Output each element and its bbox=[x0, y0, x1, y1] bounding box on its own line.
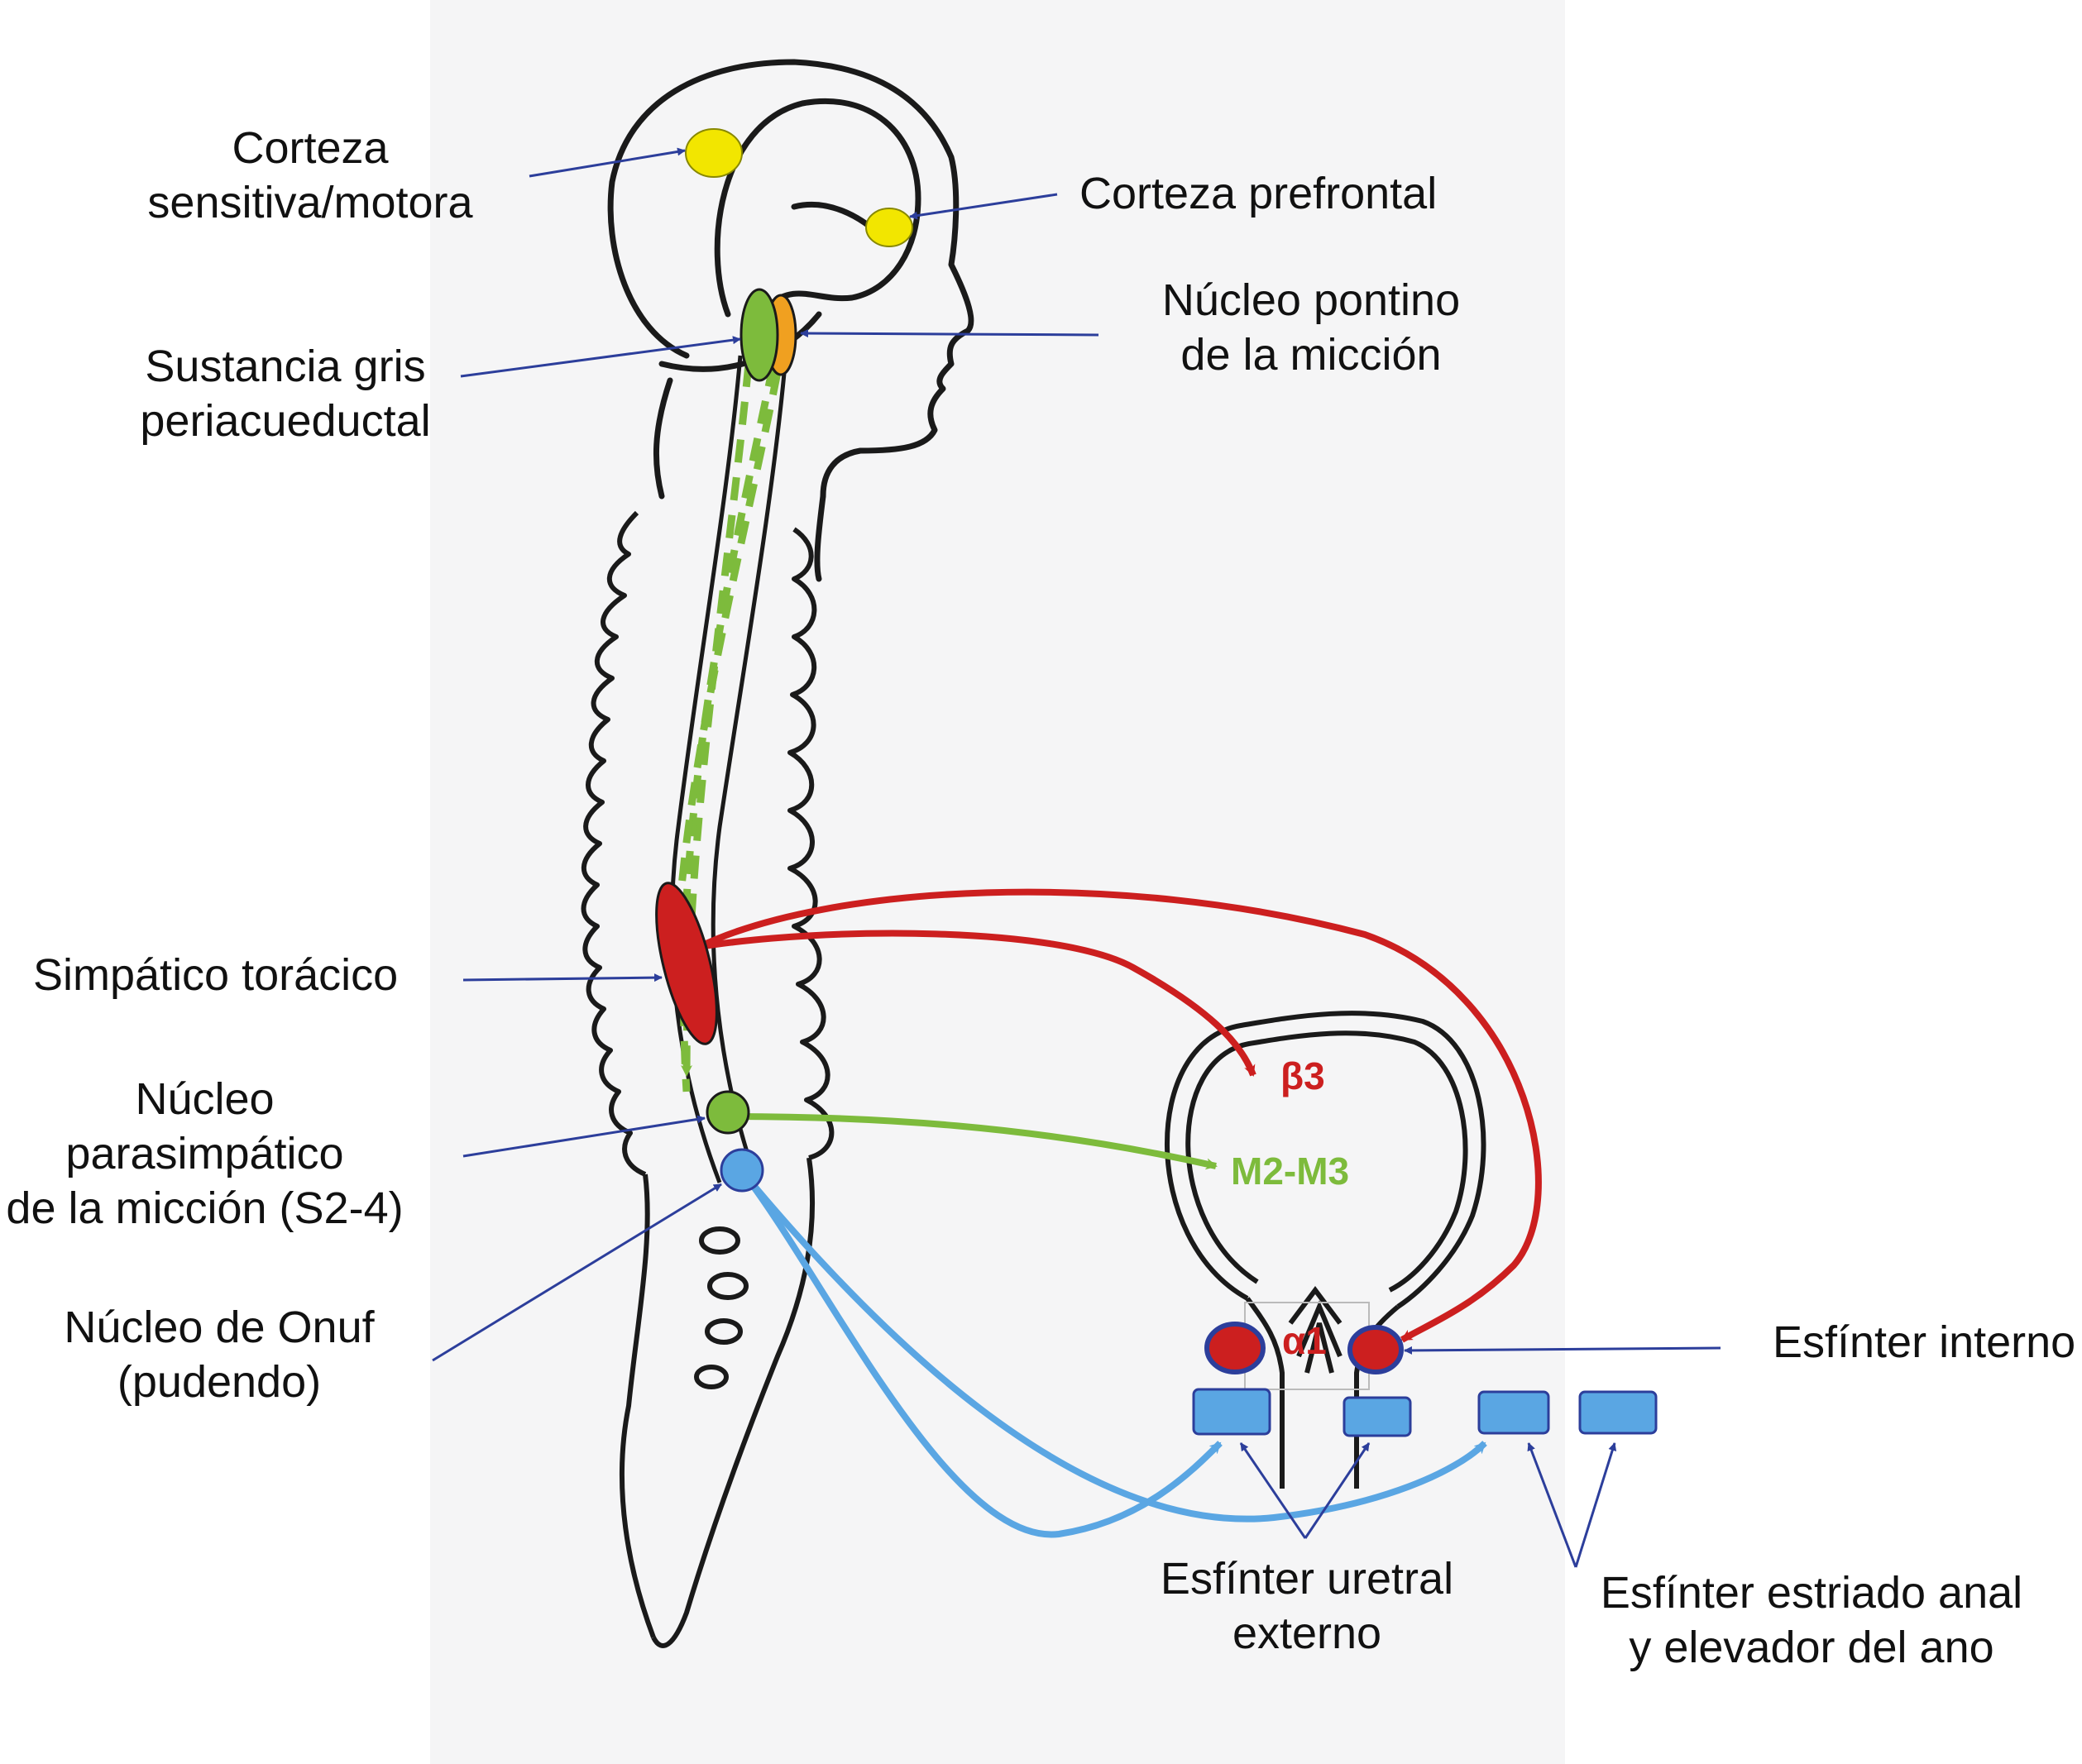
drawing-paper bbox=[430, 0, 1565, 1764]
receptor-beta3: β3 bbox=[1280, 1054, 1325, 1097]
receptor-m2m3: M2-M3 bbox=[1231, 1150, 1350, 1193]
label-corteza-prefrontal: Corteza prefrontal bbox=[1079, 169, 1438, 218]
label-nucleo-onuf: Núcleo de Onuf (pudendo) bbox=[37, 1300, 401, 1409]
pointer-lines bbox=[432, 147, 1721, 1568]
label-nucleo-pontino: Núcleo pontino de la micción bbox=[1129, 273, 1493, 382]
vertebral-column bbox=[581, 510, 835, 1648]
label-esfinter-anal-line1: Esfínter estriado anal bbox=[1600, 1568, 2023, 1618]
label-sustancia-gris: Sustancia gris periacueductal bbox=[112, 339, 459, 448]
pudendal-path-anal bbox=[741, 1172, 1487, 1523]
label-sustancia-gris-line2: periacueductal bbox=[140, 396, 431, 446]
label-sustancia-gris-line1: Sustancia gris bbox=[145, 342, 426, 391]
thoracic-sympathetic-marker bbox=[655, 882, 718, 1045]
label-nucleo-parasimpatico: Núcleo parasimpático de la micción (S2-4… bbox=[0, 1072, 409, 1236]
sympathetic-path-beta3 bbox=[698, 930, 1256, 1077]
label-esfinter-uretral: Esfínter uretral externo bbox=[1133, 1551, 1481, 1661]
label-esfinter-anal-line2: y elevador del ano bbox=[1629, 1623, 1994, 1672]
cortex-sensory-motor-marker bbox=[685, 128, 743, 178]
label-esfinter-interno: Esfínter interno bbox=[1773, 1317, 2076, 1367]
label-nucleo-parasimpatico-line2: parasimpático bbox=[65, 1129, 344, 1178]
label-nucleo-parasimpatico-line3: de la micción (S2-4) bbox=[6, 1183, 404, 1233]
periaqueductal-gray-marker bbox=[739, 288, 779, 382]
label-corteza-sensitiva-line1: Corteza bbox=[232, 123, 389, 173]
label-nucleo-onuf-line1: Núcleo de Onuf bbox=[64, 1303, 375, 1352]
internal-sphincter-right bbox=[1347, 1325, 1404, 1374]
anal-sphincter-left bbox=[1477, 1390, 1550, 1435]
external-urethral-sphincter-right bbox=[1343, 1396, 1412, 1437]
onuf-nucleus-marker bbox=[720, 1148, 764, 1193]
internal-sphincter-left bbox=[1204, 1322, 1266, 1374]
prefrontal-cortex-marker bbox=[865, 208, 913, 247]
anal-sphincter-right bbox=[1578, 1390, 1658, 1435]
label-nucleo-pontino-line1: Núcleo pontino bbox=[1161, 275, 1461, 325]
label-nucleo-pontino-line2: de la micción bbox=[1180, 330, 1442, 380]
pudendal-path-urethral bbox=[741, 1172, 1223, 1538]
label-corteza-sensitiva-line2: sensitiva/motora bbox=[147, 178, 473, 227]
label-simpatico-toracico: Simpático torácico bbox=[33, 950, 399, 1000]
label-esfinter-uretral-line1: Esfínter uretral bbox=[1160, 1554, 1454, 1604]
sympathetic-path-alpha1 bbox=[697, 888, 1542, 1343]
bladder bbox=[1165, 1011, 1486, 1489]
label-esfinter-anal: Esfínter estriado anal y elevador del an… bbox=[1576, 1566, 2047, 1675]
parasympathetic-nucleus-marker bbox=[706, 1090, 750, 1135]
label-nucleo-parasimpatico-line1: Núcleo bbox=[135, 1074, 275, 1124]
external-urethral-sphincter-left bbox=[1192, 1388, 1271, 1436]
label-corteza-sensitiva: Corteza sensitiva/motora bbox=[124, 121, 496, 230]
parasympathetic-path bbox=[727, 1113, 1218, 1170]
label-nucleo-onuf-line2: (pudendo) bbox=[117, 1357, 322, 1407]
label-esfinter-uretral-line2: externo bbox=[1232, 1609, 1382, 1658]
receptor-alpha1: α1 bbox=[1282, 1319, 1327, 1362]
